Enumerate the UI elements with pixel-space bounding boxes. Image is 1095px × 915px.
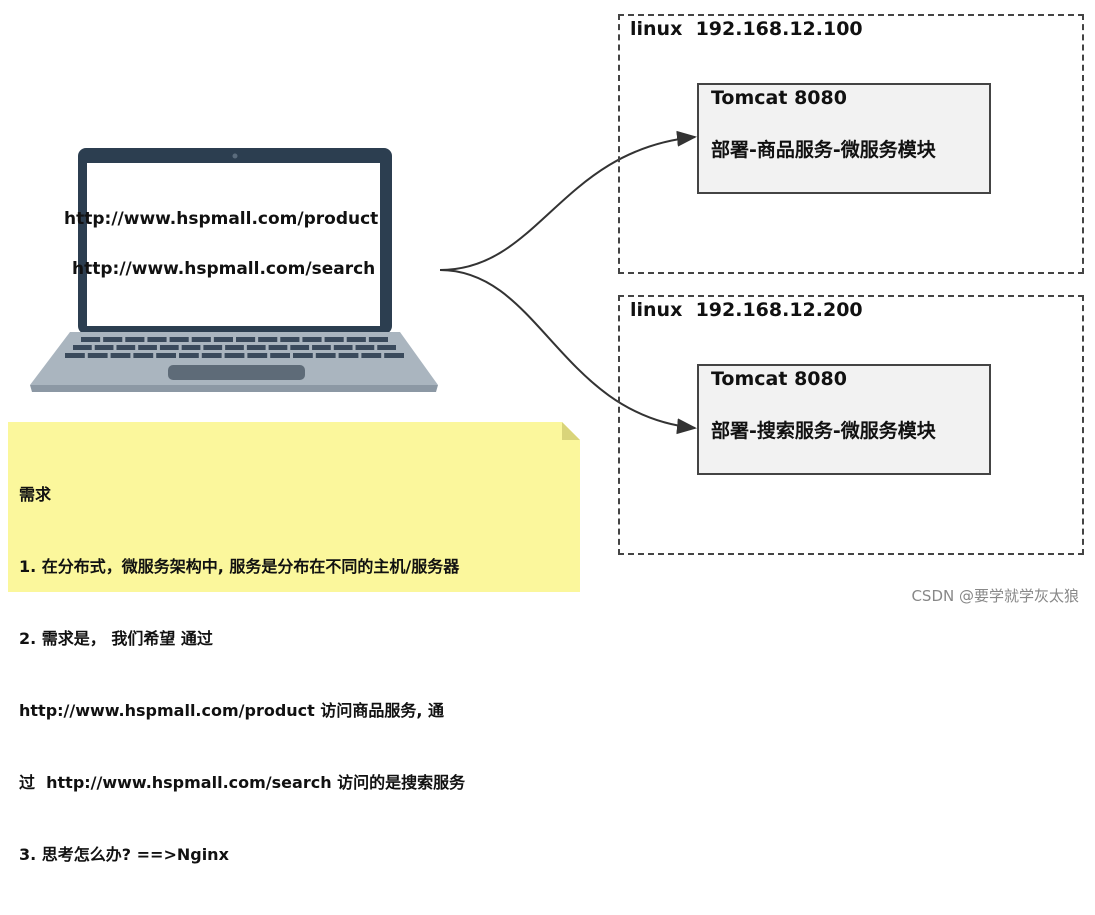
keyboard-key <box>312 345 331 350</box>
note-line-5: 3. 思考怎么办? ==>Nginx <box>19 843 465 867</box>
keyboard-key <box>356 345 375 350</box>
keyboard-key <box>73 345 92 350</box>
keyboard-key <box>170 337 189 342</box>
keyboard-key <box>182 345 201 350</box>
keyboard-key <box>103 337 122 342</box>
note-line-4: 过 http://www.hspmall.com/search 访问的是搜索服务 <box>19 771 465 795</box>
keyboard-key <box>179 353 199 358</box>
keyboard-key <box>369 337 388 342</box>
keyboard-key <box>192 337 211 342</box>
keyboard-key <box>377 345 396 350</box>
keyboard-key <box>325 337 344 342</box>
keyboard-key <box>339 353 359 358</box>
keyboard-key <box>334 345 353 350</box>
laptop-camera <box>233 154 238 159</box>
note-line-heading: 需求 <box>19 483 465 507</box>
keyboard-key <box>125 337 144 342</box>
tomcat-name-2: Tomcat 8080 <box>711 368 847 390</box>
keyboard-key <box>88 353 108 358</box>
note-line-2: 2. 需求是， 我们希望 通过 <box>19 627 465 651</box>
tomcat-box-2: Tomcat 8080 部署-搜索服务-微服务模块 <box>697 364 991 475</box>
keyboard-key <box>293 353 313 358</box>
keyboard-key <box>236 337 255 342</box>
keyboard-key <box>302 337 321 342</box>
keyboard-key <box>290 345 309 350</box>
keyboard-key <box>138 345 157 350</box>
note-line-3: http://www.hspmall.com/product 访问商品服务, 通 <box>19 699 465 723</box>
watermark: CSDN @要学就学灰太狼 <box>911 585 1079 606</box>
laptop-trackpad <box>168 365 305 380</box>
laptop-url-product[interactable]: http://www.hspmall.com/product <box>64 209 378 229</box>
keyboard-key <box>95 345 114 350</box>
keyboard-key <box>280 337 299 342</box>
tomcat-desc-2: 部署-搜索服务-微服务模块 <box>711 416 936 443</box>
keyboard-key <box>247 345 266 350</box>
keyboard-key <box>384 353 404 358</box>
keyboard-key <box>225 353 245 358</box>
keyboard-key <box>202 353 222 358</box>
laptop-screen <box>87 163 380 326</box>
keyboard-key <box>203 345 222 350</box>
server-title-2: linux 192.168.12.200 <box>630 299 863 321</box>
tomcat-desc-1: 部署-商品服务-微服务模块 <box>711 135 936 162</box>
keyboard-key <box>81 337 100 342</box>
note-line-1: 1. 在分布式，微服务架构中, 服务是分布在不同的主机/服务器 <box>19 555 465 579</box>
server-title-1: linux 192.168.12.100 <box>630 18 863 40</box>
keyboard-key <box>347 337 366 342</box>
requirements-note: 需求 1. 在分布式，微服务架构中, 服务是分布在不同的主机/服务器 2. 需求… <box>8 422 580 592</box>
tomcat-box-1: Tomcat 8080 部署-商品服务-微服务模块 <box>697 83 991 194</box>
keyboard-key <box>111 353 131 358</box>
keyboard-key <box>116 345 135 350</box>
keyboard-key <box>147 337 166 342</box>
keyboard-key <box>316 353 336 358</box>
laptop-base-front <box>30 385 438 392</box>
keyboard-key <box>214 337 233 342</box>
keyboard-key <box>270 353 290 358</box>
keyboard-key <box>247 353 267 358</box>
keyboard-key <box>269 345 288 350</box>
keyboard-key <box>258 337 277 342</box>
keyboard-key <box>160 345 179 350</box>
laptop-url-search[interactable]: http://www.hspmall.com/search <box>72 259 375 279</box>
tomcat-name-1: Tomcat 8080 <box>711 87 847 109</box>
note-text: 需求 1. 在分布式，微服务架构中, 服务是分布在不同的主机/服务器 2. 需求… <box>19 435 465 915</box>
keyboard-key <box>156 353 176 358</box>
keyboard-key <box>65 353 85 358</box>
keyboard-key <box>133 353 153 358</box>
keyboard-key <box>361 353 381 358</box>
keyboard-key <box>225 345 244 350</box>
